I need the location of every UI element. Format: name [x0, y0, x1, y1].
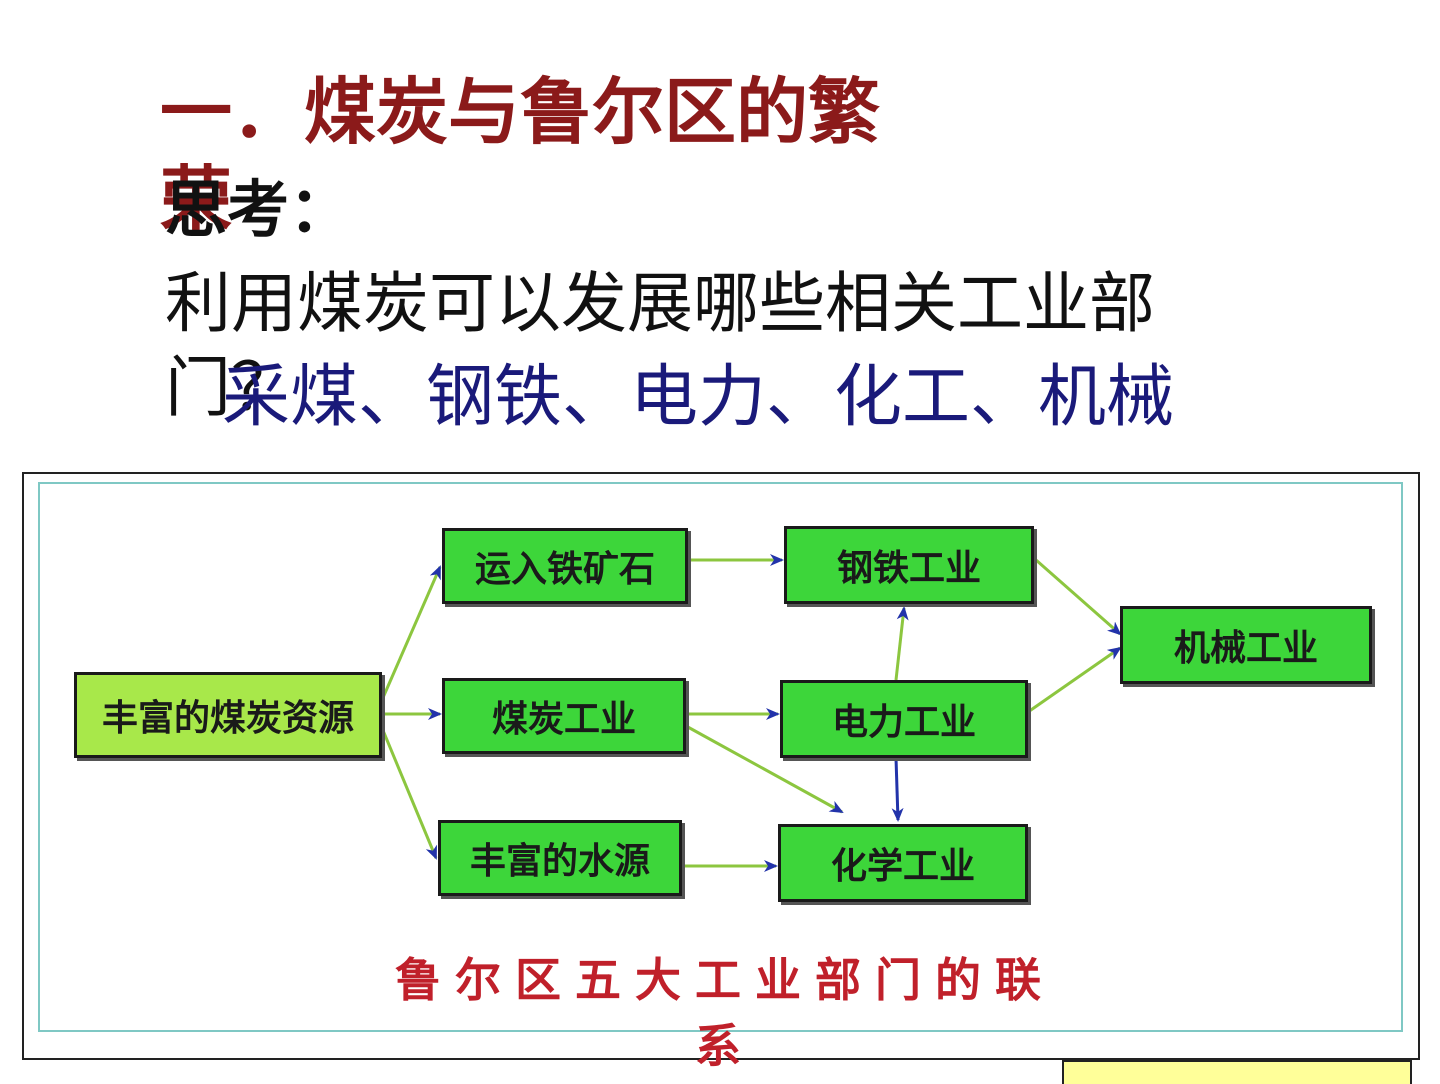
node-water: 丰富的水源	[438, 820, 682, 896]
diagram-inner-border	[38, 482, 1403, 1032]
arrow-coal-resources-to-water	[380, 727, 438, 860]
question-text: 利用煤炭可以发展哪些相关工业部门？	[165, 265, 1155, 426]
diagram-caption: 鲁尔区五大工业部门的联系	[395, 953, 1055, 1073]
node-coal-resources: 丰富的煤炭资源	[74, 672, 382, 758]
arrow-coal-resources-to-iron-ore	[380, 565, 442, 701]
arrow-power-to-steel	[894, 606, 909, 681]
node-chemical: 化学工业	[778, 824, 1028, 902]
think-label: 思考：	[165, 173, 352, 246]
arrow-steel-to-machinery	[1035, 558, 1122, 636]
diagram-frame	[22, 472, 1420, 1060]
node-steel: 钢铁工业	[784, 526, 1034, 604]
arrow-power-to-chemical	[891, 757, 904, 822]
node-machinery: 机械工业	[1120, 606, 1372, 684]
slide-title: 一．煤炭与鲁尔区的繁荣	[160, 70, 881, 242]
arrow-power-to-machinery	[1027, 646, 1122, 714]
node-power: 电力工业	[780, 680, 1028, 758]
node-coal-industry: 煤炭工业	[442, 678, 686, 754]
corner-note-box	[1062, 1060, 1412, 1084]
arrow-coal-industry-to-chemical	[685, 724, 844, 814]
answer-text: 采煤、钢铁、电力、化工、机械	[222, 358, 1175, 437]
node-iron-ore: 运入铁矿石	[442, 528, 688, 604]
